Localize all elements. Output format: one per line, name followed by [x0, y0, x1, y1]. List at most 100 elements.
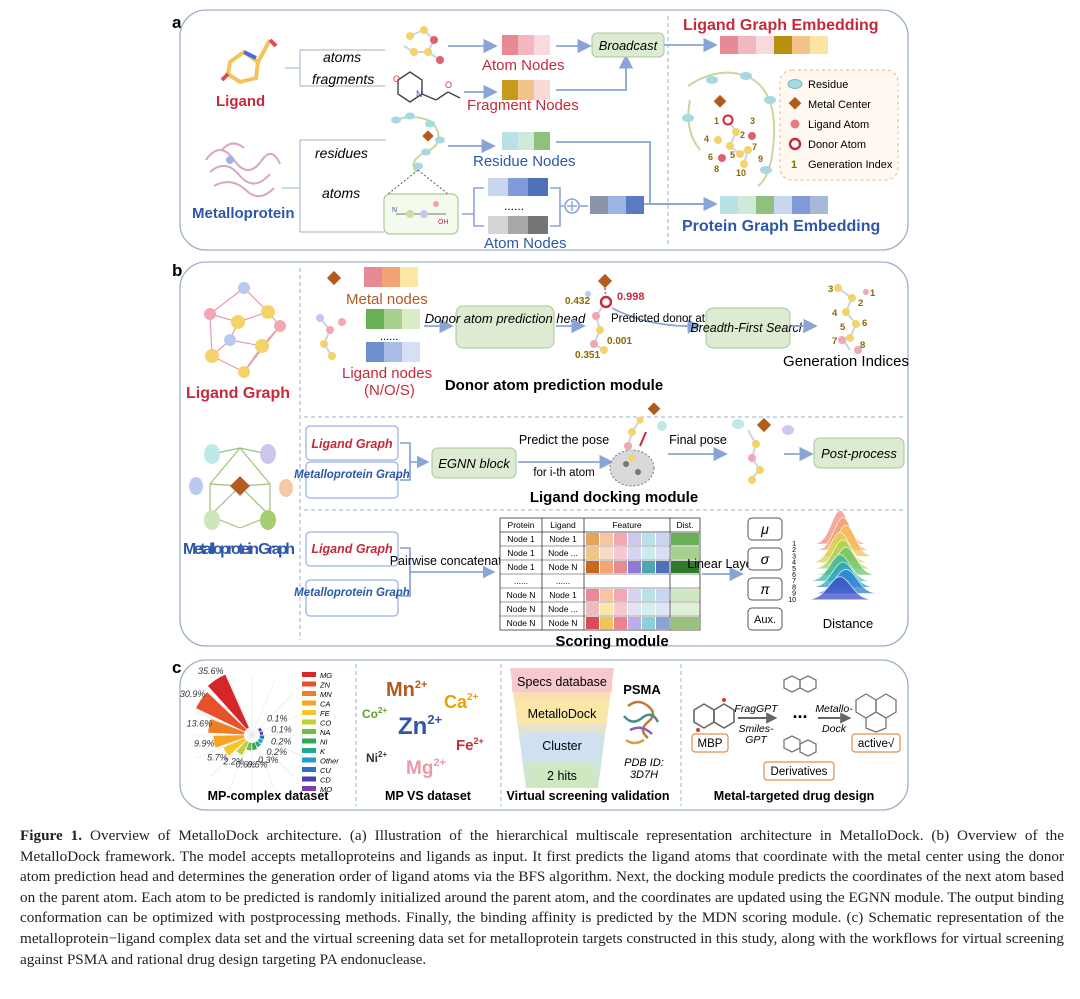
pie-slice-fe — [223, 738, 247, 756]
distance-ridge — [799, 576, 900, 601]
psma-label: PSMA — [623, 682, 661, 697]
table-cell: Node 1 — [549, 590, 577, 600]
ridge-label: 4 — [792, 560, 796, 567]
metal-distribution-chart: 35.6%30.9%13.6%9.9%5.7%2.2%0.6%0.5%0.3%0… — [180, 666, 312, 795]
atoms-label: atoms — [323, 49, 361, 65]
svg-text:1: 1 — [870, 288, 876, 299]
feature-cell — [586, 575, 599, 587]
legend-swatch — [302, 776, 316, 782]
svg-text:O: O — [445, 80, 452, 90]
fragment-structure: O N O — [393, 71, 461, 103]
distance-ridge — [800, 524, 900, 557]
svg-text:π: π — [760, 581, 770, 597]
atom-node-vectors — [488, 178, 548, 234]
svg-text:Ligand: Ligand — [550, 520, 576, 530]
feature-cell — [600, 589, 613, 601]
ith-atom-label: for i-th atom — [533, 467, 594, 479]
ridge-label: 3 — [792, 553, 796, 560]
ligand-atom-graph — [403, 26, 444, 64]
svg-text:5: 5 — [730, 150, 735, 160]
fragment-nodes-vector — [502, 80, 550, 100]
metalloprotein-graph-box-1 — [305, 461, 399, 499]
panel-a: a Ligand Metalloprotein atoms fragments — [172, 9, 909, 252]
feature-cell — [628, 603, 641, 615]
vs-validation-title: Virtual screening validation — [506, 789, 669, 803]
legend-swatch — [302, 786, 316, 791]
legend-swatch — [302, 719, 316, 725]
feature-cell — [628, 589, 641, 601]
pie-value-label: 0.2% — [271, 736, 292, 746]
table-cell: ...... — [514, 576, 528, 586]
derivative-molecules — [783, 675, 817, 757]
pooled-atom-vector — [590, 196, 644, 214]
pie-slice-mg — [207, 674, 249, 730]
feature-cell — [600, 547, 613, 559]
active-molecule — [855, 693, 897, 733]
atom-nodes-label-2: Atom Nodes — [484, 235, 567, 252]
derivatives-label: Derivatives — [771, 766, 828, 778]
pie-value-label: 5.7% — [207, 752, 228, 762]
graph-legend-box — [779, 69, 899, 181]
scoring-module-title: Scoring module — [555, 633, 668, 650]
fragments-label: fragments — [312, 71, 374, 87]
feature-cell — [614, 561, 627, 573]
pie-value-label: 0.6% — [235, 759, 256, 769]
feature-cell — [614, 603, 627, 615]
pie-slice-ca — [213, 735, 245, 748]
svg-text:Feature: Feature — [612, 520, 642, 530]
ligand-nodes-ellipsis: ...... — [380, 331, 398, 343]
ligand-mini-graph — [316, 314, 346, 360]
final-pose-label: Final pose — [669, 433, 727, 447]
generation-indices-label: Generation Indices — [783, 353, 909, 370]
ridge-label: 8 — [792, 584, 796, 591]
svg-text:Generation Index: Generation Index — [808, 159, 893, 171]
predicted-donor-label: Predicted donor atom — [611, 313, 721, 325]
figure-canvas: a Ligand Metalloprotein atoms fragments — [172, 9, 909, 811]
pie-slice-co — [236, 740, 249, 756]
svg-text:Specs database: Specs database — [517, 675, 607, 689]
distance-label: Distance — [823, 616, 874, 631]
atom-nodes-label: Atom Nodes — [482, 57, 565, 74]
legend-swatch — [302, 710, 316, 715]
legend-label: FE — [320, 709, 331, 718]
panel-b-letter: b — [172, 261, 182, 280]
svg-text:Donor Atom: Donor Atom — [808, 139, 866, 151]
metallodock-label-2: Dock — [822, 723, 847, 735]
pie-slice-k — [255, 740, 261, 748]
predict-pose-label: Predict the pose — [519, 433, 609, 447]
dist-cell — [671, 547, 699, 559]
feature-cell — [628, 561, 641, 573]
fragment-nodes-label: Fragment Nodes — [467, 97, 579, 114]
feature-cell — [656, 575, 669, 587]
svg-text:2 hits: 2 hits — [547, 769, 577, 783]
svg-text:N: N — [416, 89, 423, 99]
svg-text:3: 3 — [828, 284, 833, 295]
fraggpt-label: FragGPT — [734, 703, 779, 715]
legend-label: MO — [320, 785, 332, 794]
feature-cell — [656, 603, 669, 615]
table-cell: Node ... — [548, 604, 578, 614]
dist-cell — [671, 533, 699, 545]
svg-text:5: 5 — [840, 322, 846, 333]
svg-text:0.351: 0.351 — [575, 350, 600, 361]
feature-cell — [614, 547, 627, 559]
ridge-label: 9 — [792, 591, 796, 598]
mbp-box — [691, 733, 729, 753]
derivatives-dots: ... — [792, 702, 807, 722]
svg-text:1: 1 — [791, 159, 797, 171]
ligand-nodes-label: Ligand nodes — [342, 365, 432, 382]
ligand-structure-icon — [220, 38, 278, 85]
mp-vs-title: MP VS dataset — [385, 789, 472, 803]
pie-value-label: 30.9% — [180, 689, 206, 699]
svg-text:Co2+: Co2+ — [362, 706, 387, 721]
caption-label: Figure 1. — [20, 827, 83, 844]
feature-cell — [586, 533, 599, 545]
table-cell: Node 1 — [549, 534, 577, 544]
protein-graph-embedding-vector — [720, 196, 828, 214]
ligand-graph-box-1 — [305, 425, 399, 461]
metalloprotein-graph-box-2-label: Metalloprotein Graph — [294, 587, 410, 599]
pose-prediction-graph — [609, 402, 667, 487]
